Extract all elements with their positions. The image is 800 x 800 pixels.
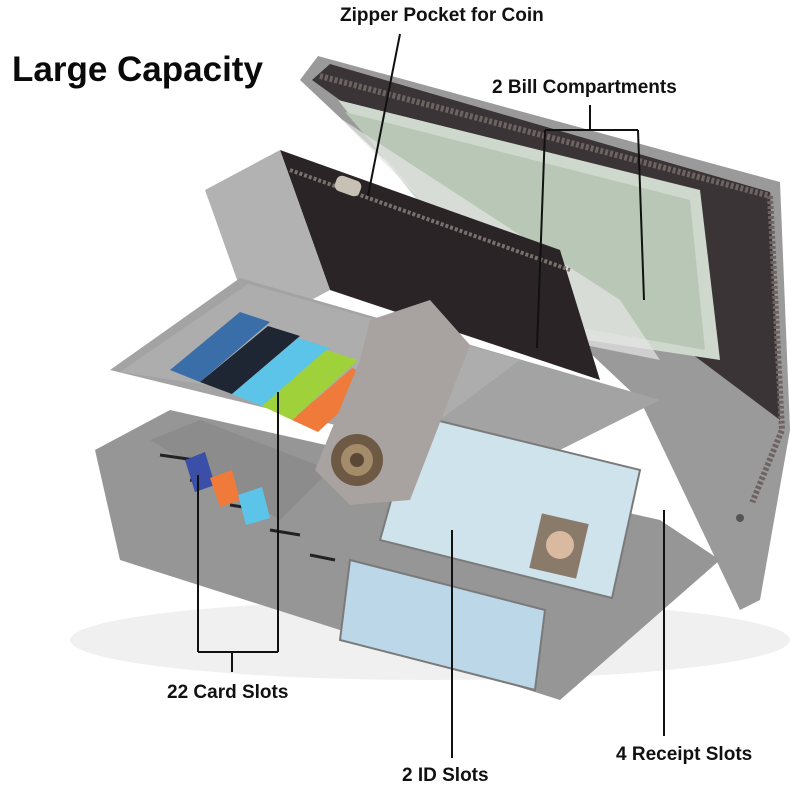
id-window-lower [338, 558, 547, 692]
wallet-gusset [205, 150, 330, 330]
receipt-slots-callout: 4 Receipt Slots [616, 744, 753, 765]
card-cyan [232, 338, 330, 406]
id-slots-callout: 2 ID Slots [402, 765, 489, 786]
bill-compartments-callout: 2 Bill Compartments [492, 77, 677, 98]
card-navy [200, 326, 300, 394]
card-green [262, 350, 358, 420]
card-blue [170, 312, 270, 382]
zipper-pocket-leader [367, 33, 401, 197]
zipper-pull [712, 488, 768, 560]
card-slots-leader [197, 392, 279, 672]
snap-strap [315, 300, 470, 505]
headline: Large Capacity [12, 50, 263, 89]
zipper-pocket-callout: Zipper Pocket for Coin [340, 5, 544, 26]
zipper-compartment [280, 56, 790, 610]
callout-leader-lines [197, 33, 665, 758]
bill-compartments-leader [536, 105, 645, 349]
card-slots-callout: 22 Card Slots [167, 682, 289, 703]
